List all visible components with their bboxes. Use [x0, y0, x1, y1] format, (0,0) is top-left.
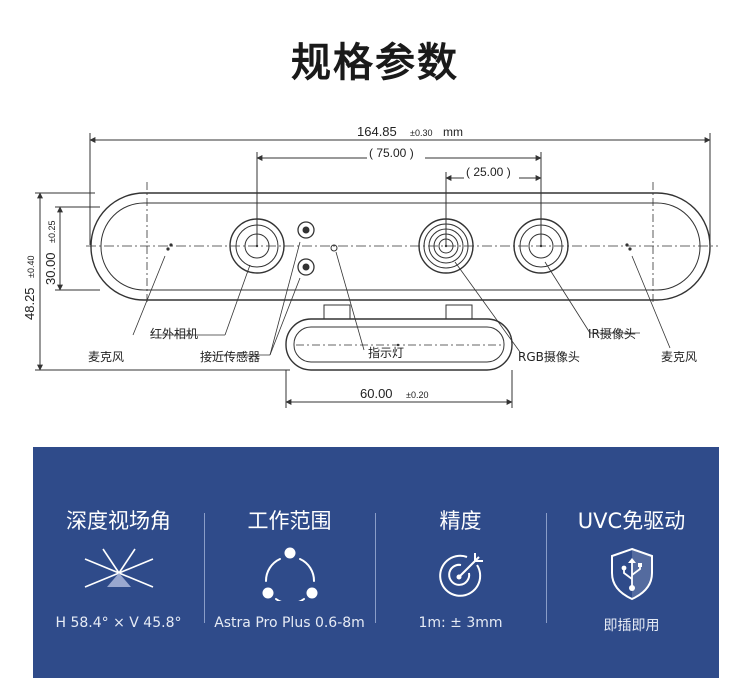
target-icon [438, 553, 483, 597]
dim-base-width-tol: ±0.20 [406, 390, 428, 400]
spec-fov-value: H 58.4° × V 45.8° [55, 615, 182, 631]
callout-mic-right: 麦克风 [661, 350, 697, 364]
spec-uvc: UVC免驱动 即插即用 [546, 447, 717, 678]
device-drawing: 164.85 ±0.30 mm ( 75.00 ) ( 25.00 ) 60.0… [22, 124, 718, 408]
callout-ir-projector: IR摄像头 [588, 326, 636, 341]
dim-span-25: ( 25.00 ) [466, 165, 511, 179]
callout-indicator-light: 指示灯 [368, 345, 404, 360]
callout-proximity-sensor: 接近传感器 [200, 349, 260, 364]
callout-ir-camera: 红外相机 [150, 326, 198, 341]
dim-total-width: 164.85 [357, 124, 397, 139]
spec-accuracy-title: 精度 [439, 509, 482, 533]
spec-divider [375, 513, 376, 623]
spec-uvc-value: 即插即用 [603, 618, 660, 634]
dim-span-75: ( 75.00 ) [369, 146, 414, 160]
dim-height-total: 48.25 [22, 287, 37, 320]
dim-height-body: 30.00 [43, 252, 58, 285]
dim-total-width-unit: mm [443, 125, 463, 139]
spec-accuracy: 精度 1m: ± 3mm [375, 447, 546, 678]
dim-total-width-tol: ±0.30 [410, 128, 432, 138]
spec-divider [204, 513, 205, 623]
spec-range-value: Astra Pro Plus 0.6-8m [214, 615, 365, 631]
callout-mic-left: 麦克风 [88, 350, 124, 364]
spec-fov: 深度视场角 H 58.4° × V 45.8° [33, 447, 204, 678]
spec-accuracy-value: 1m: ± 3mm [418, 615, 503, 631]
range-cycle-icon [262, 547, 317, 601]
spec-fov-title: 深度视场角 [66, 509, 171, 533]
spec-panel: 深度视场角 H 58.4° × V 45.8° 工作范围 [33, 447, 719, 678]
spec-divider [546, 513, 547, 623]
dim-height-total-tol: ±0.40 [26, 256, 36, 278]
usb-shield-icon [610, 547, 653, 601]
callout-rgb-camera: RGB摄像头 [518, 349, 580, 364]
dim-base-width: 60.00 [360, 386, 393, 401]
spec-range-title: 工作范围 [247, 509, 332, 533]
spec-range: 工作范围 Astra Pro Plus 0.6-8m [204, 447, 375, 678]
spec-uvc-title: UVC免驱动 [577, 509, 686, 533]
fov-icon [84, 548, 153, 588]
page-title: 规格参数 [291, 40, 459, 86]
dim-height-body-tol: ±0.25 [47, 221, 57, 243]
